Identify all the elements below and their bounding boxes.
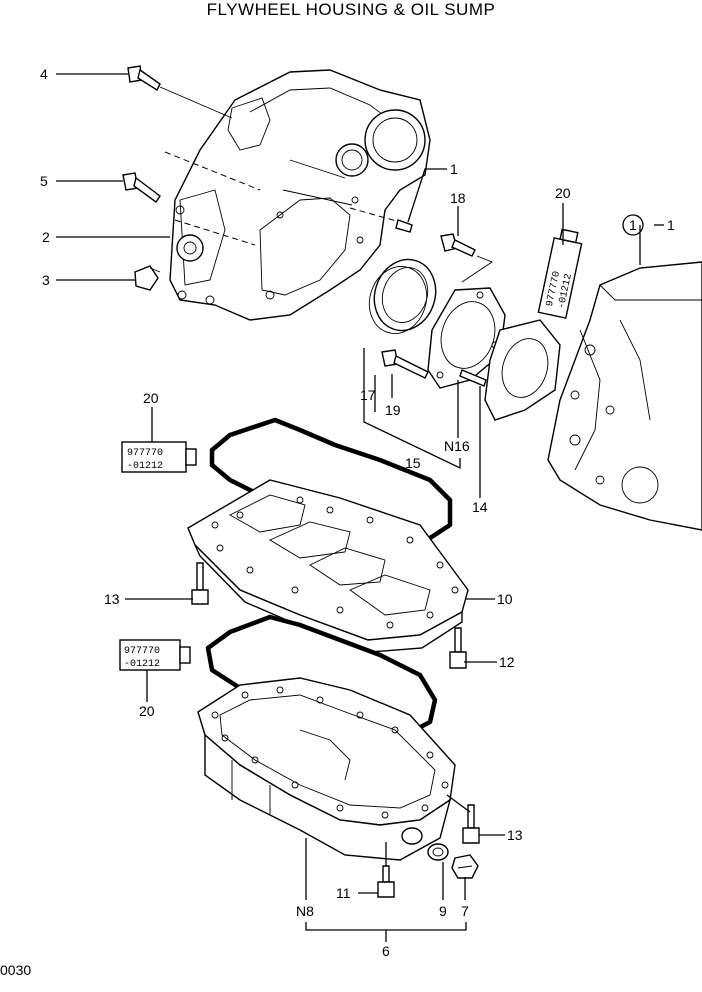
bolt-11 — [377, 865, 395, 898]
callout-5: 5 — [40, 173, 48, 189]
diagram-title: FLYWHEEL HOUSING & OIL SUMP — [206, 0, 496, 19]
retainer-gasket — [484, 319, 561, 421]
svg-text:-01212: -01212 — [124, 659, 160, 670]
sealant-tube-middle-left: 977770 -01212 — [121, 441, 197, 473]
callout-3: 3 — [42, 272, 50, 288]
callout-ref-1-1-circle: 1 — [629, 217, 637, 233]
callout-n16: N16 — [444, 438, 470, 454]
callout-labels: 4 5 2 3 1 18 20 1 1 17 19 N16 15 14 20 1… — [40, 66, 675, 959]
bolt-13-upper — [191, 562, 209, 605]
callout-14: 14 — [472, 499, 488, 515]
engine-block — [547, 261, 702, 531]
callout-20-middle: 20 — [143, 390, 159, 406]
callout-1: 1 — [450, 161, 458, 177]
callout-20-upper: 20 — [555, 185, 571, 201]
callout-2: 2 — [42, 229, 50, 245]
callout-13-upper: 13 — [104, 591, 120, 607]
leader-lines — [56, 73, 664, 942]
callout-10: 10 — [497, 591, 513, 607]
page-code: 0030 — [0, 962, 32, 978]
callout-20-lower: 20 — [139, 703, 155, 719]
callout-n8: N8 — [296, 903, 314, 919]
callout-17: 17 — [360, 387, 376, 403]
callout-13-lower: 13 — [507, 827, 523, 843]
drain-plug-7 — [451, 854, 479, 879]
callout-4: 4 — [40, 66, 48, 82]
sealant-tube-upper-right: 977770 -01212 — [537, 228, 583, 319]
oil-sump — [197, 677, 456, 861]
bolt-18 — [440, 233, 493, 283]
svg-text:-01212: -01212 — [127, 461, 163, 472]
bolt-12 — [449, 627, 467, 669]
callout-15: 15 — [405, 455, 421, 471]
dowel-pin-n16 — [459, 369, 487, 387]
bolt-13-lower — [462, 804, 480, 844]
oil-pan-adapter-10 — [187, 479, 469, 653]
callout-9: 9 — [439, 903, 447, 919]
callout-19: 19 — [385, 402, 401, 418]
callout-6: 6 — [382, 943, 390, 959]
gasket-15 — [209, 417, 453, 543]
svg-text:977770: 977770 — [124, 646, 160, 657]
oil-seal-17 — [368, 258, 437, 334]
svg-text:977770: 977770 — [127, 448, 163, 459]
sealant-tube-lower-left: 977770 -01212 — [119, 639, 191, 671]
bolt-5 — [122, 172, 161, 203]
bolt-19 — [381, 349, 429, 379]
flywheel-housing — [164, 69, 431, 321]
reference-circle — [622, 214, 644, 236]
bolt-4 — [127, 65, 233, 119]
callout-11: 11 — [336, 885, 351, 901]
callout-7: 7 — [461, 903, 469, 919]
washer-9 — [427, 843, 449, 861]
callout-18: 18 — [450, 190, 466, 206]
callout-12: 12 — [499, 654, 515, 670]
callout-ref-1-1-suffix: 1 — [667, 217, 675, 233]
plug-3 — [134, 265, 161, 291]
